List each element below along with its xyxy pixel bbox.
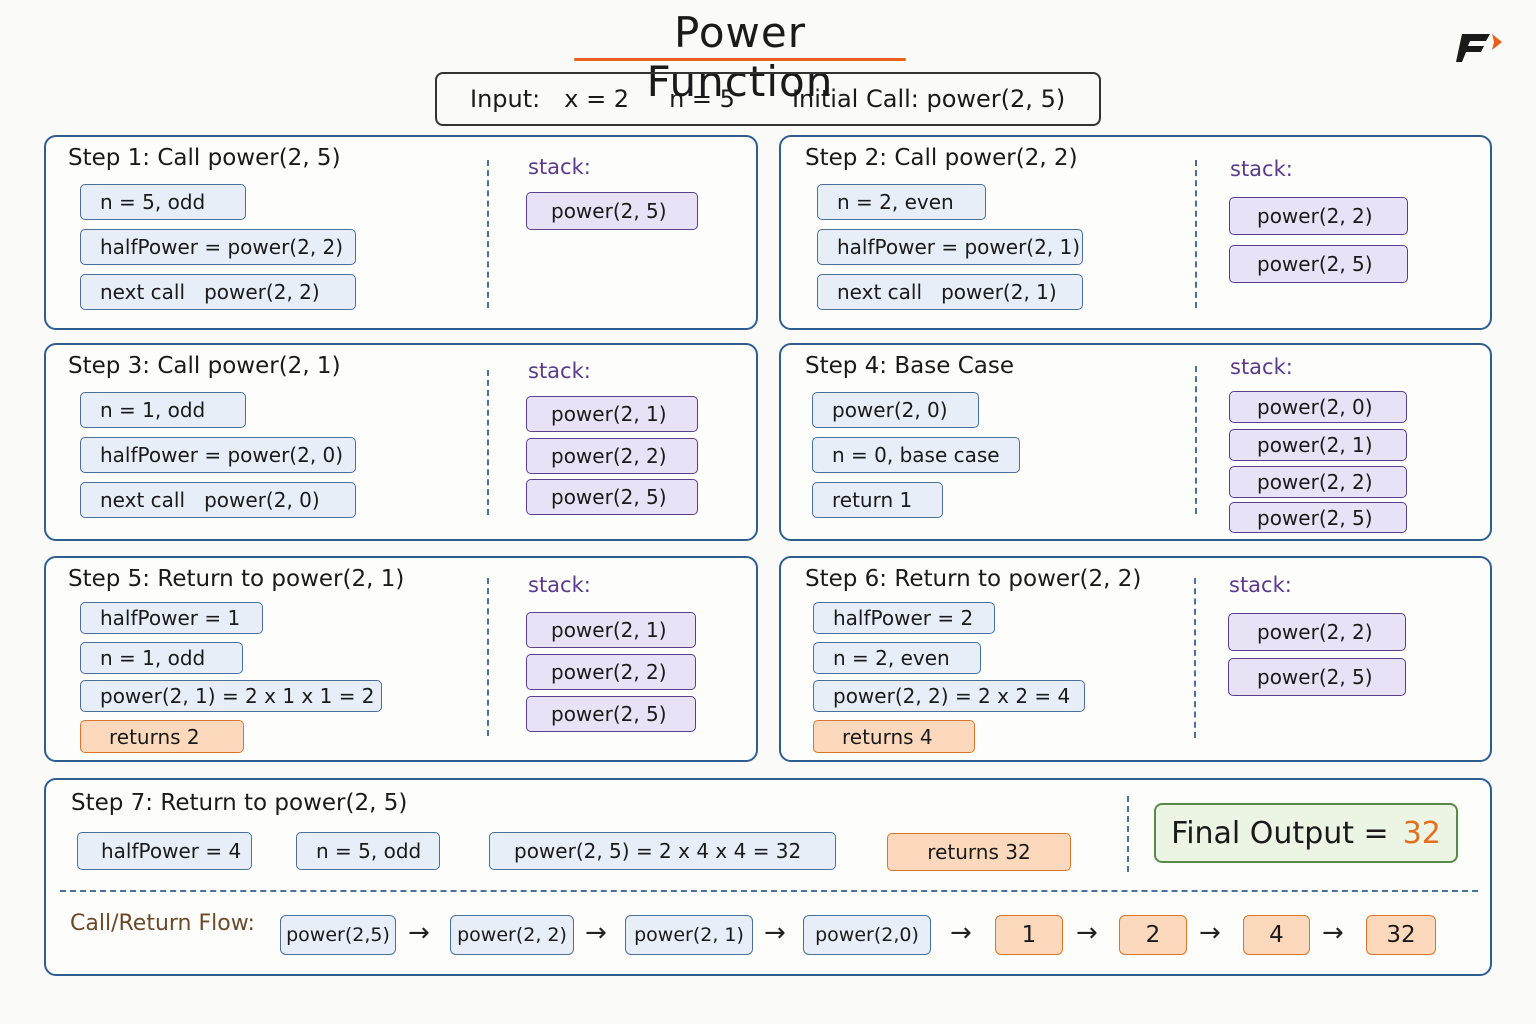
step-5-stack-label: stack: [528,573,591,597]
stack-frame: power(2, 2) [1229,197,1408,235]
final-output-value: 32 [1402,815,1441,851]
title-underline [574,58,906,61]
final-output-box: Final Output = 32 [1154,803,1458,863]
step-5-row: power(2, 1) = 2 x 1 x 1 = 2 [80,680,382,712]
stack-frame: power(2, 5) [1228,658,1406,696]
flow-arrow-icon: → [408,918,430,948]
step-3-row: next call power(2, 0) [80,482,356,518]
step-2-stack-label: stack: [1230,157,1293,181]
step-7-title: Step 7: Return to power(2, 5) [71,790,408,816]
step-2-title: Step 2: Call power(2, 2) [805,145,1078,171]
stack-frame: power(2, 2) [526,438,698,474]
step-4-divider [1195,366,1197,514]
step-7-row: halfPower = 4 [77,832,252,870]
step-5-divider [487,578,489,736]
stack-frame: power(2, 5) [526,192,698,230]
step-1-row: next call power(2, 2) [80,274,356,310]
step-7-row: n = 5, odd [296,832,440,870]
step-3-row: n = 1, odd [80,392,246,428]
flow-return-node: 32 [1366,915,1436,955]
input-x: x = 2 [564,85,630,113]
step-3-stack-label: stack: [528,359,591,383]
stack-frame: power(2, 1) [1229,429,1407,461]
stack-frame: power(2, 5) [526,479,698,515]
step-4-stack-label: stack: [1230,355,1293,379]
input-initial-call: Initial Call: power(2, 5) [791,85,1066,113]
step-2-row: next call power(2, 1) [817,274,1083,310]
flow-arrow-icon: → [950,918,972,948]
stack-frame: power(2, 2) [1228,613,1406,651]
step-1-title: Step 1: Call power(2, 5) [68,145,341,171]
step-1-row: halfPower = power(2, 2) [80,229,356,265]
flow-return-node: 2 [1119,915,1187,955]
step-2-row: n = 2, even [817,184,986,220]
step-4-row: n = 0, base case [812,437,1020,473]
step-5-row: n = 1, odd [80,642,243,674]
step-7-return-badge: returns 32 [887,833,1071,871]
step-5-return-badge: returns 2 [80,720,244,753]
input-summary: Input: x = 2 n = 5 Initial Call: power(2… [435,72,1101,126]
step-7-row: power(2, 5) = 2 x 4 x 4 = 32 [489,832,836,870]
flow-call-node: power(2,0) [803,915,931,955]
step-6-return-badge: returns 4 [813,720,975,753]
input-label: Input: [470,85,541,113]
step-6-title: Step 6: Return to power(2, 2) [805,566,1142,592]
step-6-divider [1194,578,1196,738]
flow-arrow-icon: → [1199,918,1221,948]
step-4-title: Step 4: Base Case [805,353,1014,379]
step-2-divider [1195,160,1197,308]
step-1-stack-label: stack: [528,155,591,179]
stack-frame: power(2, 5) [1229,245,1408,283]
flow-label: Call/Return Flow: [70,911,255,936]
step-3-row: halfPower = power(2, 0) [80,437,356,473]
stack-frame: power(2, 5) [526,696,696,732]
stack-frame: power(2, 0) [1229,391,1407,423]
stack-frame: power(2, 5) [1229,502,1407,533]
stack-frame: power(2, 1) [526,612,696,648]
flow-return-node: 4 [1243,915,1310,955]
page-title: Power Function [646,8,834,106]
brand-logo-icon [1456,34,1502,62]
step-6-row: power(2, 2) = 2 x 2 = 4 [813,680,1085,712]
step-6-stack-label: stack: [1229,573,1292,597]
stack-frame: power(2, 2) [1229,466,1407,498]
flow-separator [60,890,1478,892]
step-5-row: halfPower = 1 [80,602,263,634]
step-7-divider [1127,796,1129,872]
flow-arrow-icon: → [585,918,607,948]
flow-call-node: power(2, 2) [450,915,574,955]
step-4-row: return 1 [812,482,943,518]
input-n: n = 5 [669,85,735,113]
stack-frame: power(2, 2) [526,654,696,690]
step-3-divider [487,370,489,515]
step-2-row: halfPower = power(2, 1) [817,229,1083,265]
flow-return-node: 1 [995,915,1063,955]
final-output-label: Final Output = [1171,815,1389,851]
step-1-divider [487,160,489,308]
step-1-row: n = 5, odd [80,184,246,220]
step-6-row: n = 2, even [813,642,981,674]
flow-arrow-icon: → [1322,918,1344,948]
step-3-title: Step 3: Call power(2, 1) [68,353,341,379]
step-5-title: Step 5: Return to power(2, 1) [68,566,405,592]
step-4-row: power(2, 0) [812,392,979,428]
flow-arrow-icon: → [764,918,786,948]
step-6-row: halfPower = 2 [813,602,995,634]
flow-call-node: power(2,5) [280,915,396,955]
stack-frame: power(2, 1) [526,396,698,432]
flow-arrow-icon: → [1076,918,1098,948]
flow-call-node: power(2, 1) [625,915,753,955]
